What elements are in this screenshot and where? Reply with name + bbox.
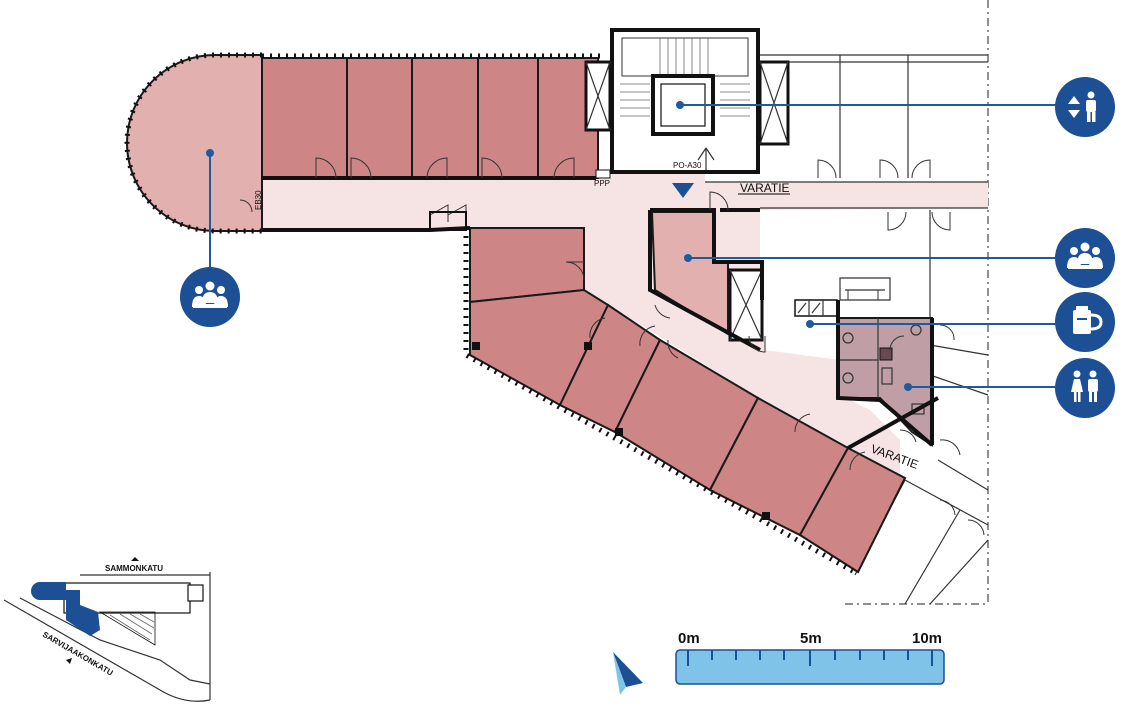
building-core — [584, 28, 790, 342]
legend-badge-elevator[interactable] — [1055, 77, 1115, 137]
elevator-icon — [1068, 91, 1096, 122]
south-offices — [463, 227, 907, 577]
entrance-arrow-icon — [672, 183, 694, 198]
label-eb30: EB30 — [254, 190, 263, 210]
toilet-fixtures — [838, 318, 925, 415]
meeting-room-icon — [192, 281, 228, 308]
scale-label-end: 10m — [912, 630, 942, 647]
label-ppp: PPP — [594, 179, 610, 188]
legend-badge-meeting-room[interactable] — [1055, 228, 1115, 288]
doors — [239, 157, 985, 536]
street-label-sammonkatu: SAMMONKATU — [105, 564, 163, 573]
office-north-2[interactable] — [346, 57, 413, 179]
scale-bar: 0m 5m 10m — [675, 630, 945, 685]
office-north-1[interactable] — [261, 57, 348, 179]
location-map: SAMMONKATU SARVIJAAKONKATU — [3, 557, 211, 702]
legend-badge-toilet[interactable] — [1055, 358, 1115, 418]
label-varatie-top: VARATIE — [740, 181, 790, 195]
scale-label-start: 0m — [678, 630, 700, 647]
north-offices — [261, 53, 600, 179]
street-label-sarvijaakonkatu: SARVIJAAKONKATU — [41, 630, 115, 678]
kitchenette — [794, 299, 838, 317]
corridor — [262, 172, 988, 480]
label-po-a30: PO-A30 — [673, 161, 702, 170]
meeting-room-icon — [1067, 242, 1103, 269]
office-south-6[interactable] — [798, 446, 907, 574]
toilet-icon — [1071, 370, 1098, 402]
curved-glass-facade — [124, 52, 262, 234]
kitchen-icon — [1073, 306, 1103, 334]
leader-lines — [206, 101, 1060, 391]
north-arrow-icon — [613, 652, 643, 695]
legend-badge-meeting-room-west[interactable] — [180, 267, 240, 327]
meeting-room-west[interactable] — [126, 54, 263, 232]
legend-badge-kitchen[interactable] — [1055, 292, 1115, 352]
scale-label-mid: 5m — [800, 630, 822, 647]
office-north-4[interactable] — [477, 57, 539, 179]
office-north-3[interactable] — [411, 57, 479, 179]
